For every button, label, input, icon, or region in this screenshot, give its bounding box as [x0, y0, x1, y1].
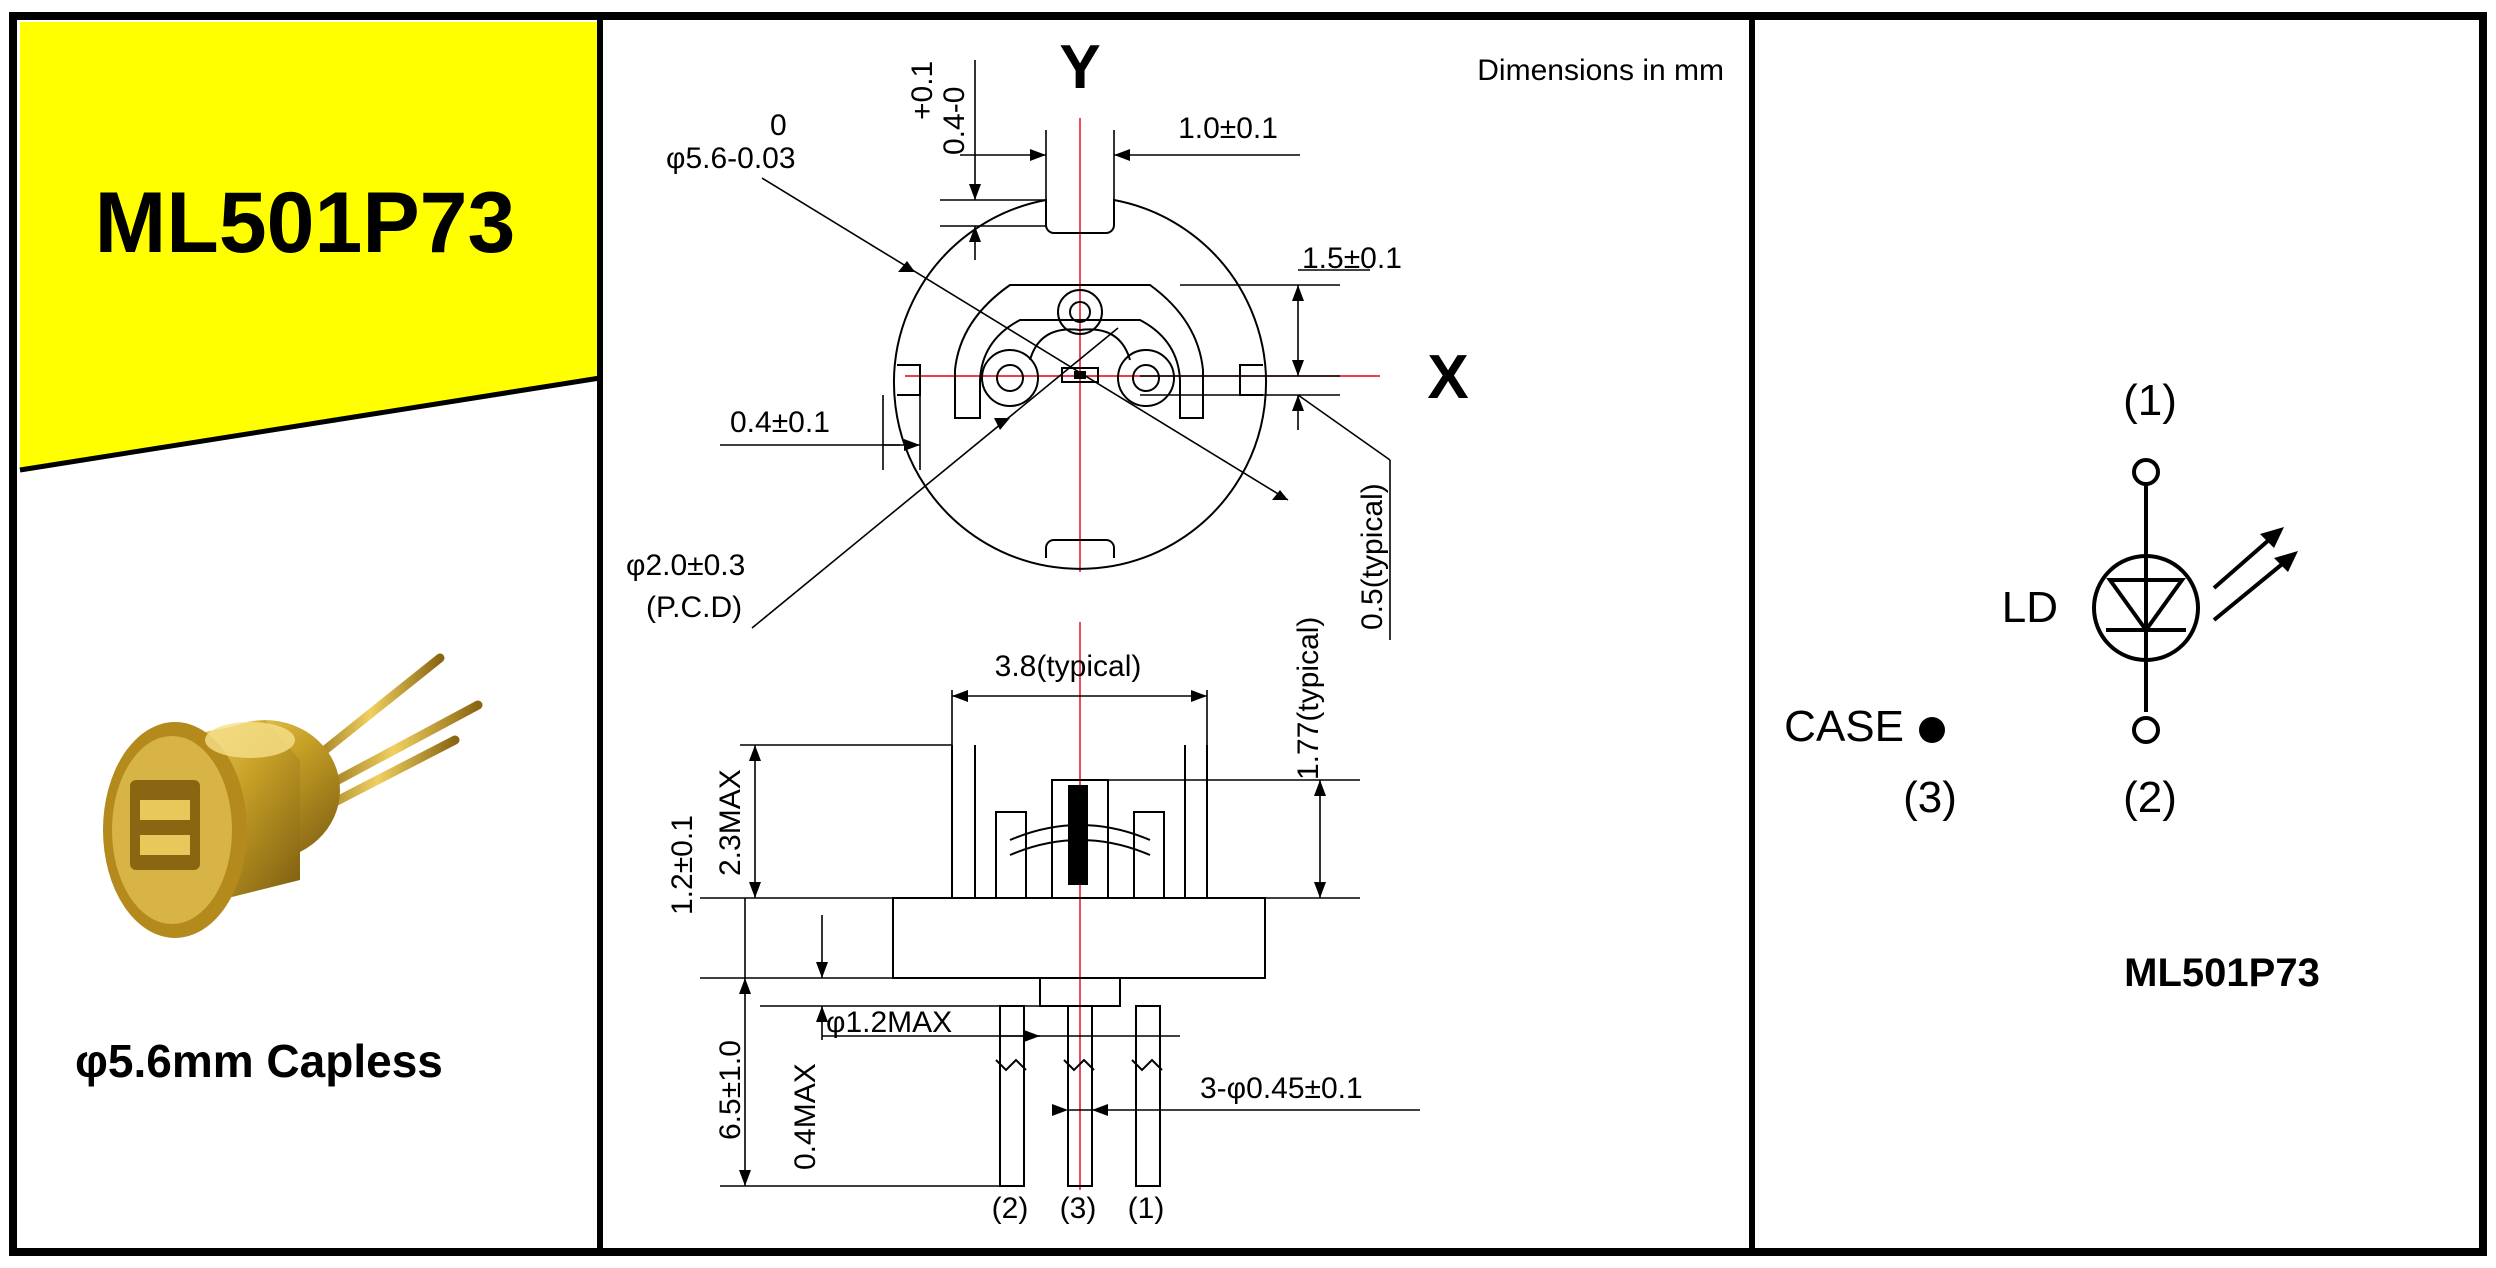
- top-view: 1.0±0.1 +0.1 0.4-0 0 φ5.6-0.03 1.5±0.1: [626, 60, 1402, 640]
- schematic-pin2-label: (2): [2123, 773, 2177, 822]
- y-axis-label: Y: [1059, 33, 1100, 102]
- side-pin-label-3: (3): [1060, 1192, 1097, 1225]
- schematic-part-number: ML501P73: [2124, 951, 2320, 995]
- x-axis-label: X: [1427, 343, 1468, 412]
- schematic-pin3-label: (3): [1903, 773, 1957, 822]
- product-photo: [50, 612, 570, 1012]
- pcd-dim: φ2.0±0.3: [626, 549, 745, 582]
- case-label: CASE: [1784, 702, 1904, 751]
- case-dot: [1919, 717, 1945, 743]
- pin-diameter-dim: 3-φ0.45±0.1: [1200, 1072, 1363, 1105]
- side-view: 3.8(typical) 1.77(typical) 2.3MAX 1.2±0.…: [666, 617, 1420, 1225]
- height-typical-dim: 1.77(typical): [1292, 617, 1325, 780]
- diameter-tol-zero: 0: [770, 109, 787, 142]
- max-height-dim: 2.3MAX: [714, 769, 747, 876]
- schematic-pin1-label: (1): [2123, 376, 2177, 425]
- package-caption: φ5.6mm Capless: [75, 1035, 443, 1087]
- side-pin-label-2: (2): [992, 1192, 1029, 1225]
- notch-width-dim: 1.0±0.1: [1178, 112, 1278, 145]
- title-banner: [20, 22, 600, 470]
- width-typical-dim: 3.8(typical): [995, 650, 1142, 683]
- key-depth-dim: 0.4±0.1: [730, 406, 830, 439]
- left-panel: ML501P73: [19, 22, 601, 1087]
- notch-depth-tol-plus: +0.1: [906, 61, 939, 120]
- pin-length-dim: 6.5±1.0: [714, 1040, 747, 1140]
- part-number-title: ML501P73: [95, 175, 516, 271]
- stub-max-dim: 0.4MAX: [789, 1063, 822, 1170]
- flange-thickness-dim: 1.2±0.1: [666, 815, 699, 915]
- stub-diameter-dim: φ1.2MAX: [826, 1006, 952, 1039]
- notch-depth-dim: 0.4-0: [938, 87, 971, 155]
- units-note: Dimensions in mm: [1477, 54, 1724, 87]
- diameter-dim: φ5.6-0.03: [666, 142, 796, 175]
- emission-dim: 0.5(typical): [1356, 483, 1389, 630]
- pin-schematic: (1) LD (2) CASE (3) ML501P73: [1784, 376, 2320, 995]
- pcd-note: (P.C.D): [646, 591, 742, 624]
- mechanical-drawing: Dimensions in mm Y X: [626, 33, 1724, 1225]
- device-label: LD: [2002, 583, 2058, 632]
- pin-offset-dim: 1.5±0.1: [1302, 242, 1402, 275]
- side-pin-label-1: (1): [1128, 1192, 1165, 1225]
